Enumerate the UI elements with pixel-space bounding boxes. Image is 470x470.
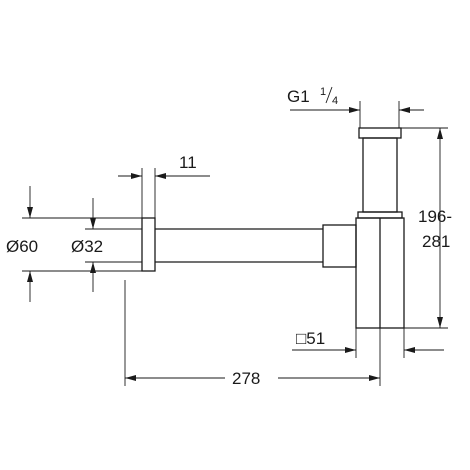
total-length-value: 278 [232,369,260,388]
tail-pipe [362,137,398,213]
top-nut [358,127,402,139]
height-range-bottom: 281 [422,232,450,251]
dimension-thread: G1 1 4 [287,86,424,128]
body-square-value: □51 [296,329,325,348]
wall-flange [141,217,156,272]
flange-diameter-value: Ø60 [6,237,38,256]
flange-thickness-value: 11 [179,153,197,172]
dimension-flange-thickness: 11 [118,153,210,218]
dimension-flange-diameter: Ø60 [6,186,142,302]
dimension-pipe-diameter: Ø32 [71,198,142,292]
thread-label: G1 [287,87,310,106]
dimension-body-square: □51 [292,328,444,358]
dimension-total-length: 278 [124,280,381,388]
thread-fraction-num: 1 [320,86,326,98]
dimension-height-range: 196- 281 [401,127,452,329]
thread-fraction-den: 4 [332,95,338,107]
pipe-coupling [322,224,357,268]
height-range-top: 196- [418,207,452,226]
pipe-diameter-value: Ø32 [71,237,103,256]
body-ring [357,211,403,219]
trap-outline [141,127,405,329]
